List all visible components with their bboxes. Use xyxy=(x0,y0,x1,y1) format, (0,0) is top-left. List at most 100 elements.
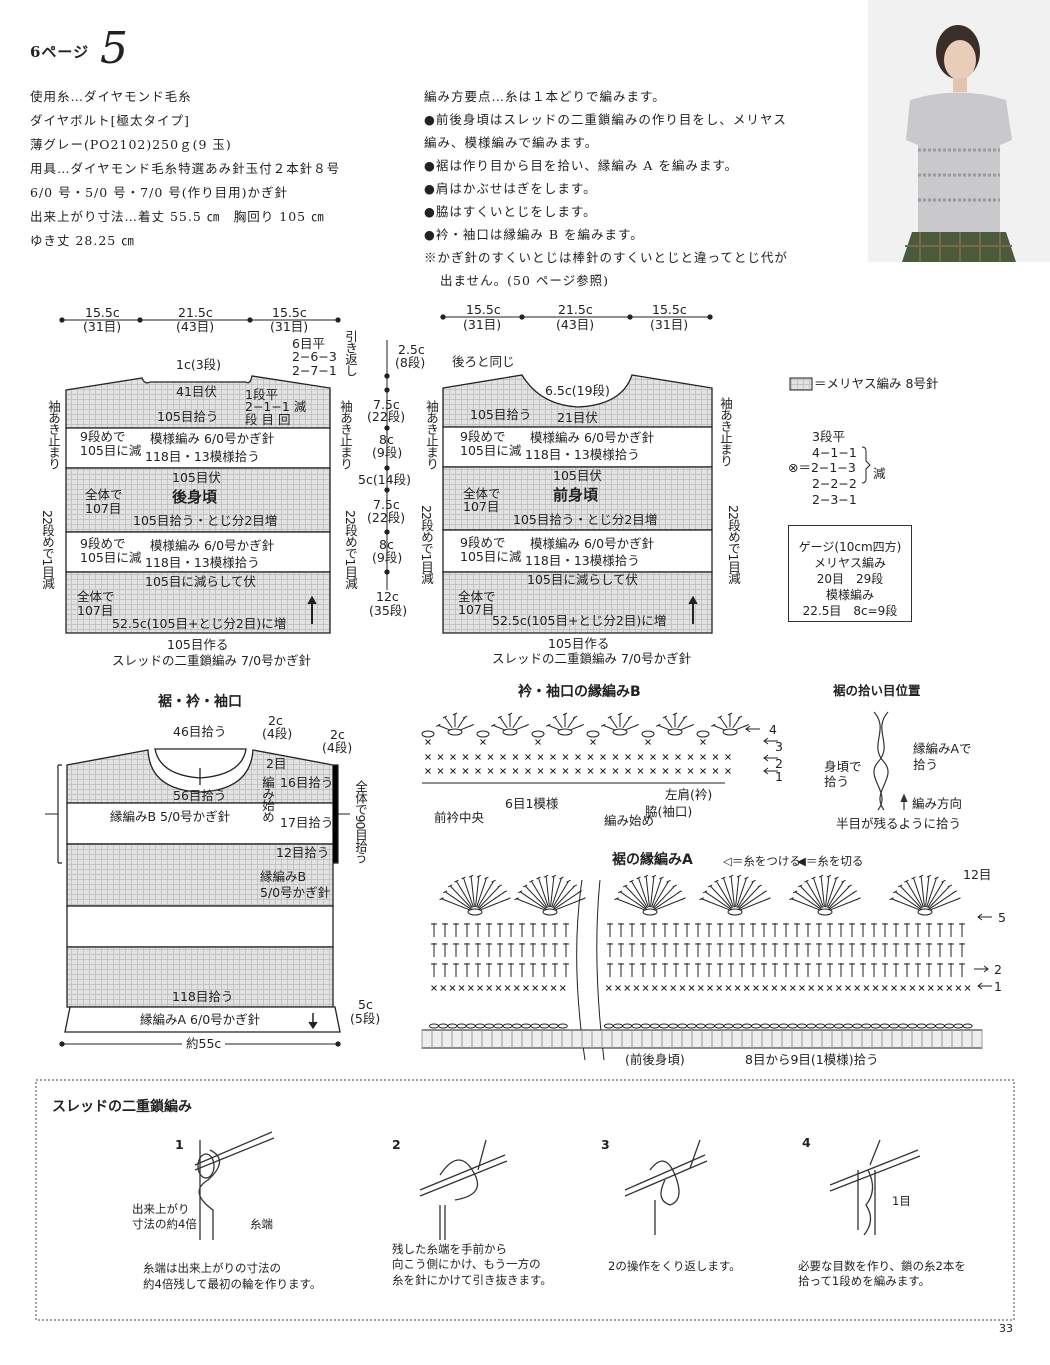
chain-symbol xyxy=(889,1023,899,1029)
single-crochet-symbol xyxy=(600,768,606,774)
double-crochet-symbol xyxy=(695,963,701,977)
chain-symbol xyxy=(429,1023,439,1029)
double-crochet-symbol xyxy=(794,963,800,977)
double-crochet-symbol xyxy=(772,943,778,957)
materials-line: ゆき丈 28.25 ㎝ xyxy=(30,233,135,248)
height-label: (8段) xyxy=(395,355,426,370)
double-crochet-symbol xyxy=(826,876,839,908)
note: 107目 xyxy=(463,499,500,514)
chain-symbol xyxy=(843,1023,853,1029)
pickup-label: 105目拾う・とじ分2目増 xyxy=(513,512,658,527)
double-crochet-symbol xyxy=(552,943,558,957)
single-crochet-symbol xyxy=(900,985,907,991)
materials-line: 用具…ダイヤモンド毛糸特選あみ針玉付２本針８号 xyxy=(30,161,341,176)
chain-symbol xyxy=(521,1023,531,1029)
double-crochet-symbol xyxy=(904,943,910,957)
double-crochet-symbol xyxy=(553,890,583,910)
double-crochet-symbol xyxy=(436,723,451,731)
depth-label: (4段) xyxy=(262,726,293,741)
single-crochet-symbol xyxy=(927,985,934,991)
double-crochet-symbol xyxy=(739,963,745,977)
double-crochet-symbol xyxy=(439,897,471,911)
double-crochet-symbol xyxy=(529,879,548,908)
chain-symbol xyxy=(916,1023,927,1029)
double-crochet-symbol xyxy=(828,884,853,909)
single-crochet-symbol xyxy=(537,754,544,760)
single-crochet-symbol xyxy=(799,985,805,991)
chain-method-box xyxy=(35,1079,1015,1321)
double-crochet-symbol xyxy=(486,943,492,957)
single-crochet-symbol xyxy=(650,754,656,760)
single-crochet-symbol xyxy=(615,985,621,991)
gauge-line: 22.5目 8c=9段 xyxy=(802,604,898,618)
double-crochet-symbol xyxy=(797,884,822,909)
single-crochet-symbol xyxy=(937,985,943,991)
double-crochet-symbol xyxy=(457,715,468,729)
double-crochet-symbol xyxy=(673,943,679,957)
double-crochet-symbol xyxy=(739,923,745,937)
double-crochet-symbol xyxy=(567,715,578,729)
double-crochet-symbol xyxy=(569,723,584,731)
single-crochet-symbol xyxy=(780,985,787,991)
body-label: (前後身頃) xyxy=(625,1052,685,1067)
single-crochet-symbol xyxy=(486,985,493,991)
double-crochet-symbol xyxy=(714,879,733,908)
materials-line: 使用糸…ダイヤモンド毛糸 xyxy=(30,89,192,104)
single-crochet-symbol xyxy=(458,985,465,991)
edging-label: 縁編みB 5/0号かぎ針 xyxy=(110,809,231,824)
step-label: 出来上がり xyxy=(132,1202,190,1216)
step-caption: 糸端は出来上がりの寸法の xyxy=(143,1261,281,1275)
single-crochet-symbol xyxy=(450,768,456,774)
double-crochet-symbol xyxy=(478,890,508,910)
pickup-position-title: 裾の拾い目位置 xyxy=(833,683,921,698)
single-crochet-symbol xyxy=(637,754,644,760)
double-crochet-symbol xyxy=(447,884,472,909)
edging-label: 縁編みA 6/0号かぎ針 xyxy=(140,1012,261,1027)
double-crochet-symbol xyxy=(476,876,489,908)
decrease-note: 3段平 xyxy=(812,429,845,444)
instruction-line: ●前後身頃はスレッドの二重鎖編みの作り目をし、メリヤス xyxy=(424,112,787,127)
row-arrow xyxy=(977,913,992,921)
double-crochet-symbol xyxy=(475,963,481,977)
double-crochet-symbol xyxy=(543,874,550,908)
single-crochet-symbol xyxy=(600,754,606,760)
double-crochet-symbol xyxy=(711,723,726,731)
double-crochet-symbol xyxy=(739,943,745,957)
depth-label: 2c xyxy=(330,727,345,742)
double-crochet-symbol xyxy=(959,963,965,977)
single-crochet-symbol xyxy=(826,985,833,991)
instruction-line: 編み方要点…糸は１本どりで編みます。 xyxy=(424,89,666,104)
double-crochet-symbol xyxy=(541,943,547,957)
double-crochet-symbol xyxy=(431,963,437,977)
chain-symbol xyxy=(695,1023,706,1029)
row-arrow xyxy=(974,965,989,973)
note: 9段めで xyxy=(460,535,506,550)
note: 身頃で xyxy=(824,759,862,774)
cast-on-method: スレッドの二重鎖編み 7/0号かぎ針 xyxy=(492,651,692,666)
step-number: 4 xyxy=(802,1135,811,1150)
single-crochet-symbol xyxy=(467,985,474,991)
chain-illustrations xyxy=(194,1131,921,1240)
single-crochet-symbol xyxy=(845,985,851,991)
single-crochet-symbol xyxy=(559,985,566,991)
double-crochet-symbol xyxy=(750,943,756,957)
double-crochet-symbol xyxy=(871,943,877,957)
edging-a-chart xyxy=(421,874,992,1061)
single-crochet-symbol xyxy=(537,768,544,774)
back-title: 後身頃 xyxy=(172,488,218,506)
double-crochet-symbol xyxy=(838,923,844,937)
cast-on-label: 105目作る xyxy=(548,636,610,651)
start-note: 編み始め xyxy=(260,776,275,822)
double-crochet-symbol xyxy=(959,923,965,937)
single-crochet-symbol xyxy=(475,768,481,774)
chain-symbol xyxy=(476,730,490,738)
double-crochet-symbol xyxy=(453,923,459,937)
single-crochet-symbol xyxy=(675,754,681,760)
double-crochet-symbol xyxy=(948,963,954,977)
single-crochet-symbol xyxy=(762,985,769,991)
width-label: 約55c xyxy=(182,1037,226,1051)
single-crochet-symbol xyxy=(891,985,897,991)
double-crochet-symbol xyxy=(550,874,557,908)
chain-symbol xyxy=(542,908,558,916)
single-crochet-symbol xyxy=(716,985,723,991)
